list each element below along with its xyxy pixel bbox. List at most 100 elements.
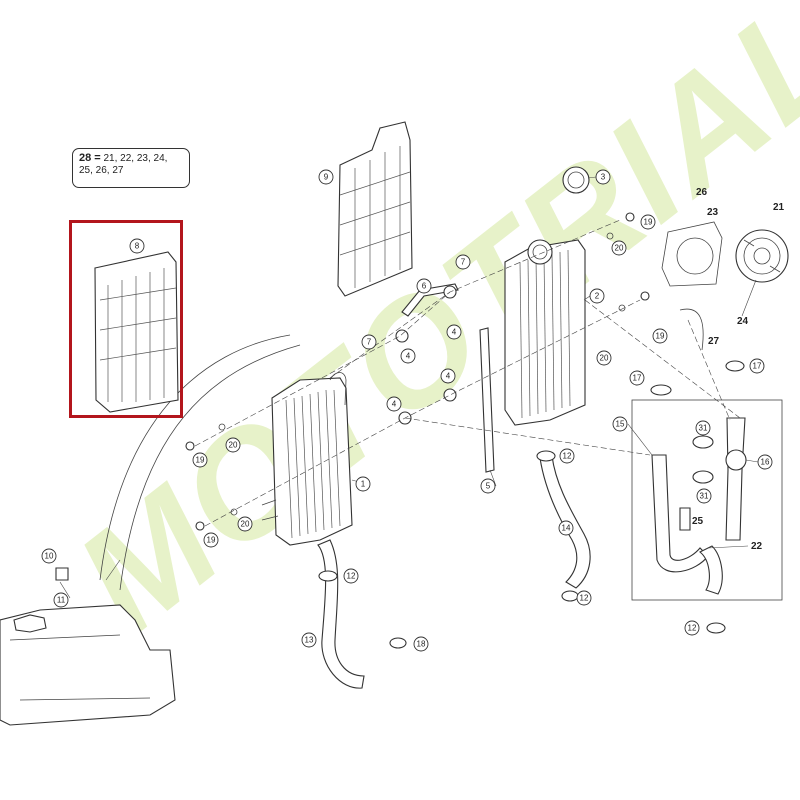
callout-10: 10 — [41, 548, 57, 564]
svg-text:8: 8 — [135, 242, 140, 251]
callout-13: 13 — [301, 632, 317, 648]
svg-text:11: 11 — [57, 596, 66, 605]
callout-20: 20 — [225, 437, 241, 453]
svg-text:15: 15 — [616, 420, 625, 429]
hose-assembly-frame — [631, 399, 783, 601]
label-26: 26 — [696, 187, 708, 198]
svg-text:12: 12 — [688, 624, 697, 633]
callout-4: 4 — [400, 348, 416, 364]
svg-text:18: 18 — [417, 640, 426, 649]
callout-2: 2 — [589, 288, 605, 304]
fan-wire — [679, 308, 704, 351]
callout-31: 31 — [696, 488, 712, 504]
svg-text:17: 17 — [753, 362, 762, 371]
svg-text:4: 4 — [452, 328, 457, 337]
svg-text:6: 6 — [422, 282, 427, 291]
callout-20: 20 — [611, 240, 627, 256]
callout-20: 20 — [596, 350, 612, 366]
svg-text:5: 5 — [486, 482, 491, 491]
svg-text:4: 4 — [392, 400, 397, 409]
svg-text:20: 20 — [615, 244, 624, 253]
callout-12: 12 — [343, 568, 359, 584]
callout-12: 12 — [576, 590, 592, 606]
label-25: 25 — [692, 516, 704, 527]
assembly-lines — [194, 219, 741, 527]
callout-12: 12 — [559, 448, 575, 464]
callout-17: 17 — [749, 358, 765, 374]
callout-8: 8 — [129, 238, 145, 254]
callout-1: 1 — [355, 476, 371, 492]
svg-text:2: 2 — [595, 292, 600, 301]
svg-text:12: 12 — [563, 452, 572, 461]
svg-text:19: 19 — [207, 536, 216, 545]
rubber-grommets — [395, 285, 457, 425]
callout-19: 19 — [203, 532, 219, 548]
svg-text:9: 9 — [324, 173, 329, 182]
note-line-1: 21, 22, 23, 24, — [103, 153, 168, 164]
callout-19: 19 — [192, 452, 208, 468]
routing-arc — [99, 334, 291, 581]
svg-text:20: 20 — [600, 354, 609, 363]
hose-clamps — [318, 360, 745, 649]
callout-4: 4 — [386, 396, 402, 412]
callout-4: 4 — [446, 324, 462, 340]
callout-7: 7 — [361, 334, 377, 350]
fan-shroud — [661, 221, 723, 287]
label-22: 22 — [751, 541, 763, 552]
callout-19: 19 — [640, 214, 656, 230]
note-key: 28 = — [79, 152, 101, 164]
svg-text:1: 1 — [361, 480, 366, 489]
radiator-guard-right — [337, 121, 413, 297]
callout-5: 5 — [480, 478, 496, 494]
callout-17: 17 — [629, 370, 645, 386]
note-line-2: 25, 26, 27 — [79, 165, 124, 176]
callout-6: 6 — [416, 278, 432, 294]
label-21: 21 — [773, 202, 785, 213]
svg-text:4: 4 — [406, 352, 411, 361]
svg-text:7: 7 — [367, 338, 372, 347]
callouts: 1 2 3 4 4 4 4 5 6 7 7 8 9 10 11 12 12 12… — [41, 169, 773, 652]
selected-part-highlight — [69, 220, 183, 418]
kit-contents-note: 28 = 21, 22, 23, 24, 25, 26, 27 — [72, 148, 190, 188]
label-27: 27 — [708, 336, 720, 347]
label-24: 24 — [737, 316, 749, 327]
callout-12: 12 — [684, 620, 700, 636]
radiator-cap — [562, 166, 590, 194]
callout-16: 16 — [757, 454, 773, 470]
radiator-left — [261, 372, 353, 546]
svg-text:14: 14 — [562, 524, 571, 533]
temp-sensor — [679, 507, 691, 531]
callout-9: 9 — [318, 169, 334, 185]
svg-text:16: 16 — [761, 458, 770, 467]
routing-arc-2 — [119, 344, 301, 591]
svg-text:10: 10 — [45, 552, 54, 561]
svg-text:19: 19 — [656, 332, 665, 341]
svg-text:13: 13 — [305, 636, 314, 645]
svg-text:4: 4 — [446, 372, 451, 381]
callout-11: 11 — [53, 592, 69, 608]
svg-text:20: 20 — [241, 520, 250, 529]
label-23: 23 — [707, 207, 719, 218]
plain-labels: 21 22 23 24 25 26 27 — [692, 187, 785, 552]
hose-assembly — [651, 417, 747, 595]
connecting-rod — [479, 327, 495, 473]
svg-text:19: 19 — [196, 456, 205, 465]
svg-text:7: 7 — [461, 258, 466, 267]
svg-text:31: 31 — [699, 424, 708, 433]
callout-31: 31 — [695, 420, 711, 436]
callout-14: 14 — [558, 520, 574, 536]
callout-3: 3 — [595, 169, 611, 185]
callout-4: 4 — [440, 368, 456, 384]
cooling-fan — [735, 229, 789, 283]
hose-lower-left — [317, 539, 365, 689]
callout-18: 18 — [413, 636, 429, 652]
svg-text:12: 12 — [347, 572, 356, 581]
callout-19: 19 — [652, 328, 668, 344]
svg-text:19: 19 — [644, 218, 653, 227]
radiator-right — [504, 239, 586, 426]
screws-washers — [185, 212, 650, 531]
svg-text:17: 17 — [633, 374, 642, 383]
svg-text:31: 31 — [700, 492, 709, 501]
callout-7: 7 — [455, 254, 471, 270]
